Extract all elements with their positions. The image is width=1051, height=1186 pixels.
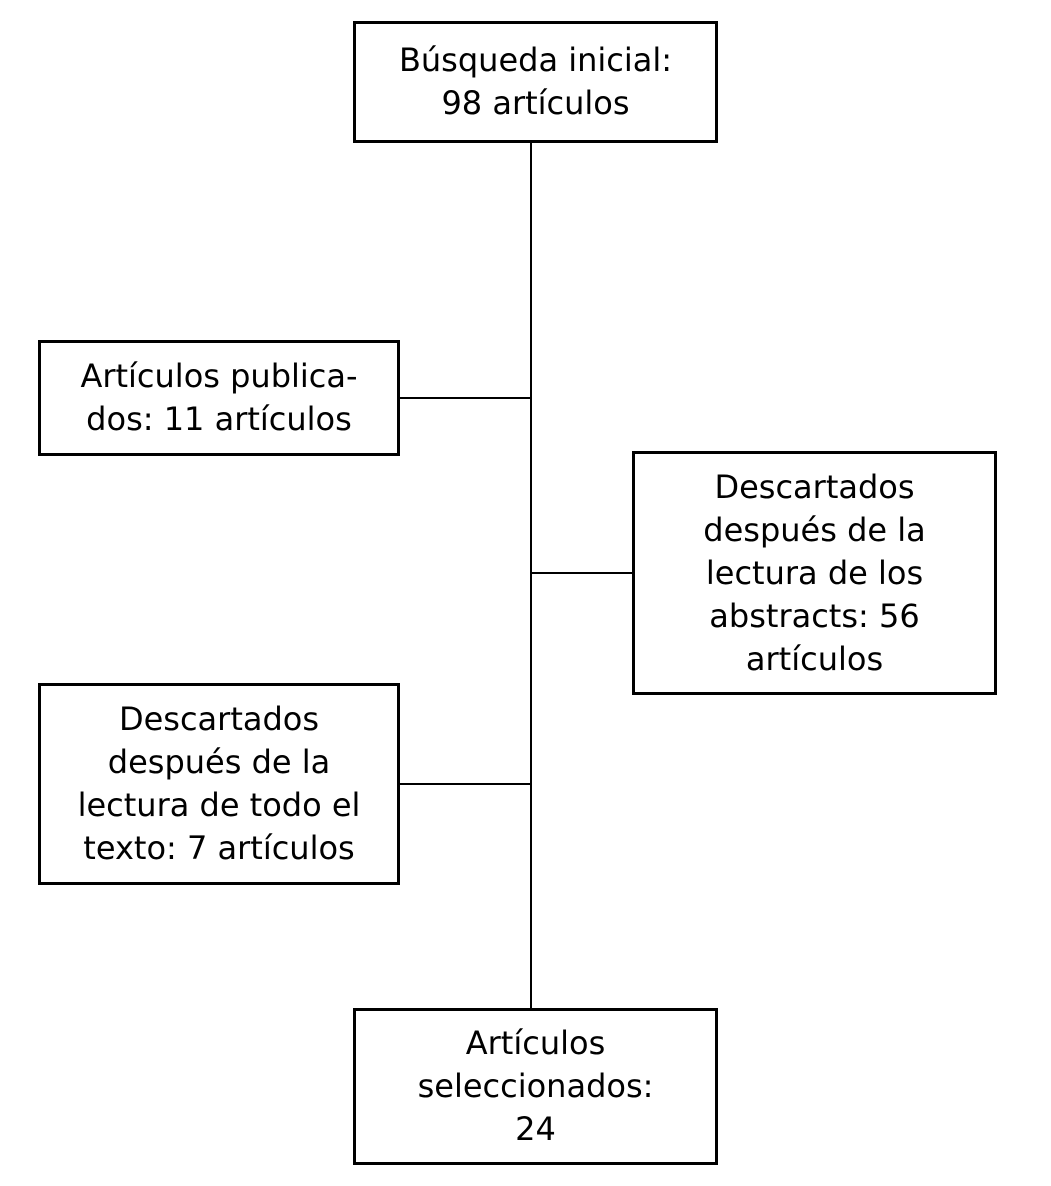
node-initial-search: Búsqueda inicial: 98 artículos bbox=[353, 21, 718, 143]
connector-published-to-spine bbox=[400, 397, 531, 399]
connector-vertical-spine bbox=[530, 141, 532, 1010]
node-published-articles: Artículos publica- dos: 11 artículos bbox=[38, 340, 400, 456]
node-discarded-after-abstracts: Descartados después de la lectura de los… bbox=[632, 451, 997, 695]
connector-discarded-fulltext-to-spine bbox=[400, 783, 531, 785]
node-discarded-after-fulltext: Descartados después de la lectura de tod… bbox=[38, 683, 400, 885]
connector-spine-to-discarded-abstracts bbox=[530, 572, 633, 574]
node-selected-articles: Artículos seleccionados: 24 bbox=[353, 1008, 718, 1165]
